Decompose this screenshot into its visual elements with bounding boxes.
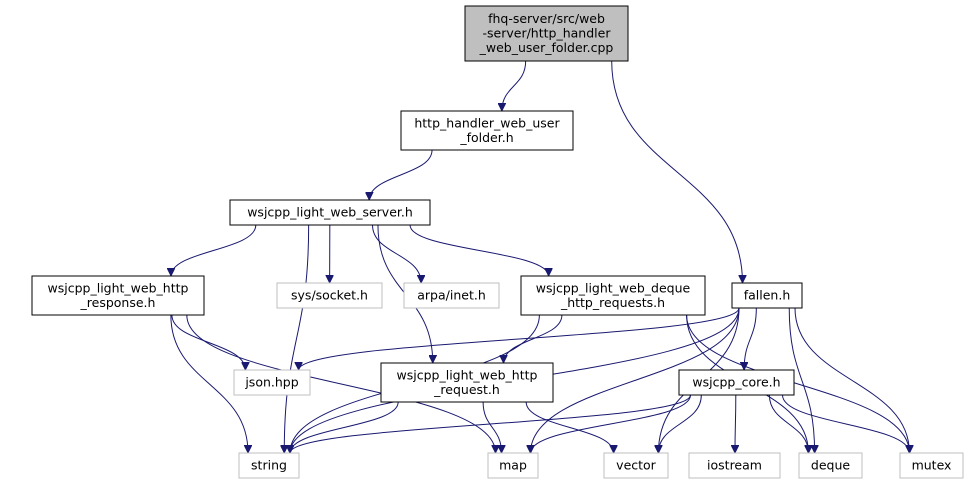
edge-dequereq-to-mutex xyxy=(686,314,910,453)
edge-fallen-to-map xyxy=(531,307,740,453)
edge-dequereq-to-request xyxy=(504,314,563,364)
node-label-server-0: wsjcpp_light_web_server.h xyxy=(247,205,413,220)
edge-core-to-mutex xyxy=(782,394,910,454)
node-fallen[interactable]: fallen.h xyxy=(731,282,803,309)
edge-request-to-string xyxy=(290,401,399,454)
node-box-deque xyxy=(798,452,863,479)
edge-core-to-map xyxy=(531,394,691,454)
edge-fallen-to-json xyxy=(299,307,740,371)
node-inet: arpa/inet.h xyxy=(403,282,500,309)
node-box-root xyxy=(464,5,629,62)
node-label-hwuf-0: http_handler_web_user xyxy=(414,115,560,130)
node-mutex: mutex xyxy=(899,452,964,479)
node-label-response-1: _response.h xyxy=(80,295,156,310)
node-box-response xyxy=(31,275,205,316)
edge-request-to-vector xyxy=(525,401,613,454)
edge-core-to-deque xyxy=(768,394,808,453)
node-label-deque-0: deque xyxy=(811,458,850,473)
edge-hwuf-to-server xyxy=(369,149,433,201)
node-string: string xyxy=(238,452,300,479)
edge-server-to-inet xyxy=(372,224,422,283)
edge-response-to-json xyxy=(171,314,246,371)
node-map: map xyxy=(487,452,539,479)
node-label-iostream-0: iostream xyxy=(707,458,762,473)
node-label-map-0: map xyxy=(499,458,527,473)
node-box-inet xyxy=(403,282,500,309)
nodes-layer: fhq-server/src/web-server/http_handler_w… xyxy=(31,5,964,479)
node-label-request-0: wsjcpp_light_web_http xyxy=(397,367,538,382)
edge-core-to-iostream xyxy=(735,394,736,453)
node-box-iostream xyxy=(688,452,781,479)
node-label-hwuf-1: _folder.h xyxy=(459,130,513,145)
node-box-vector xyxy=(603,452,669,479)
edge-server-to-string xyxy=(284,224,310,453)
node-label-inet-0: arpa/inet.h xyxy=(417,288,486,303)
edge-server-to-dequereq xyxy=(409,224,549,277)
edge-fallen-to-mutex xyxy=(794,307,909,453)
node-box-hwuf xyxy=(400,110,574,151)
node-label-fallen-0: fallen.h xyxy=(744,288,791,303)
node-label-socket-0: sys/socket.h xyxy=(291,288,368,303)
node-label-string-0: string xyxy=(251,458,287,473)
node-box-request xyxy=(380,362,554,403)
node-deque: deque xyxy=(798,452,863,479)
node-box-map xyxy=(487,452,539,479)
node-dequereq[interactable]: wsjcpp_light_web_deque_http_requests.h xyxy=(520,275,706,316)
node-hwuf[interactable]: http_handler_web_user_folder.h xyxy=(400,110,574,151)
node-iostream: iostream xyxy=(688,452,781,479)
edge-core-to-vector xyxy=(658,394,702,453)
node-core[interactable]: wsjcpp_core.h xyxy=(678,369,795,396)
node-socket: sys/socket.h xyxy=(276,282,383,309)
node-box-mutex xyxy=(899,452,964,479)
node-json: json.hpp xyxy=(233,369,311,396)
node-root[interactable]: fhq-server/src/web-server/http_handler_w… xyxy=(464,5,629,62)
edge-root-to-hwuf xyxy=(502,60,527,111)
edge-core-to-string xyxy=(290,394,691,454)
node-label-vector-0: vector xyxy=(616,458,657,473)
node-label-request-1: _request.h xyxy=(433,382,500,397)
node-label-json-0: json.hpp xyxy=(244,375,298,390)
node-label-root-0: fhq-server/src/web xyxy=(488,11,605,26)
node-box-server xyxy=(229,199,431,226)
edge-response-to-string xyxy=(170,314,248,453)
edge-server-to-response xyxy=(171,224,257,277)
node-label-response-0: wsjcpp_light_web_http xyxy=(48,280,189,295)
node-label-core-0: wsjcpp_core.h xyxy=(692,375,780,390)
node-label-root-2: _web_user_folder.cpp xyxy=(479,40,614,55)
node-server[interactable]: wsjcpp_light_web_server.h xyxy=(229,199,431,226)
node-label-dequereq-1: _http_requests.h xyxy=(560,295,665,310)
node-box-dequereq xyxy=(520,275,706,316)
edge-root-to-fallen xyxy=(611,60,743,283)
edge-fallen-to-deque xyxy=(788,307,814,453)
node-box-socket xyxy=(276,282,383,309)
node-box-string xyxy=(238,452,300,479)
edge-response-to-map xyxy=(186,314,496,453)
edge-request-to-map xyxy=(482,401,501,453)
node-box-json xyxy=(233,369,311,396)
node-label-mutex-0: mutex xyxy=(912,458,952,473)
node-box-core xyxy=(678,369,795,396)
node-box-fallen xyxy=(731,282,803,309)
node-vector: vector xyxy=(603,452,669,479)
node-response[interactable]: wsjcpp_light_web_http_response.h xyxy=(31,275,205,316)
node-request[interactable]: wsjcpp_light_web_http_request.h xyxy=(380,362,554,403)
node-label-root-1: -server/http_handler xyxy=(483,26,612,41)
edge-fallen-to-core xyxy=(744,307,757,370)
node-label-dequereq-0: wsjcpp_light_web_deque xyxy=(536,280,691,295)
